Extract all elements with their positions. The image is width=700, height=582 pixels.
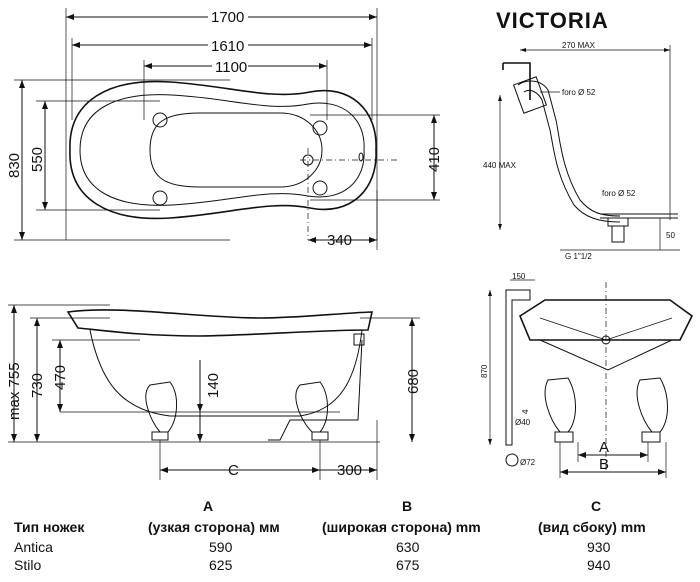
column-header-a: (узкая сторона) мм bbox=[148, 519, 280, 535]
dim-hole-top: foro Ø 52 bbox=[562, 88, 596, 97]
end-view: 150 870 Ø40 Ø72 4 A B bbox=[480, 272, 694, 478]
dim-base: Ø72 bbox=[520, 458, 536, 467]
table-header-row: Тип ножек (узкая сторона) мм (широкая ст… bbox=[0, 519, 700, 539]
dim-interior-depth: 470 bbox=[52, 365, 69, 390]
drain-detail: 270 MAX foro Ø 52 440 MAX foro Ø 52 G 1"… bbox=[483, 41, 680, 261]
row-name: Stilo bbox=[14, 557, 42, 573]
tub-side-body bbox=[89, 329, 363, 417]
row-header: Тип ножек bbox=[14, 519, 85, 535]
dim-a: A bbox=[599, 439, 609, 456]
dim-drop: 50 bbox=[666, 231, 675, 240]
dim-right-width: 410 bbox=[426, 147, 443, 172]
top-view: 1700 1610 1100 830 550 410 bbox=[6, 8, 443, 250]
tub-end-rim bbox=[519, 299, 694, 341]
column-header-c: (вид сбоку) mm bbox=[538, 519, 646, 535]
tub-outer-rim bbox=[69, 80, 377, 220]
table-letter-row: A B C bbox=[0, 498, 700, 518]
dim-right-height: 680 bbox=[405, 369, 422, 394]
dim-overall-length: 1700 bbox=[211, 9, 244, 26]
value-b: 630 bbox=[396, 539, 420, 555]
column-letter-a: A bbox=[203, 498, 214, 514]
table-row: Antica 590 630 930 bbox=[0, 539, 700, 559]
dim-max-height: max 755 bbox=[6, 362, 23, 420]
value-a: 590 bbox=[209, 539, 233, 555]
dim-end-height: 870 bbox=[480, 364, 489, 378]
dim-right-offset: 300 bbox=[337, 462, 362, 479]
dim-top: 150 bbox=[512, 272, 526, 281]
row-name: Antica bbox=[14, 539, 53, 555]
value-c: 930 bbox=[587, 539, 611, 555]
dim-thread: G 1"1/2 bbox=[565, 252, 592, 261]
dim-foot-spacing: C bbox=[228, 462, 239, 479]
dim-max-height: 440 MAX bbox=[483, 161, 517, 170]
dim-inner-width: 550 bbox=[29, 147, 46, 172]
column-letter-b: B bbox=[402, 498, 413, 514]
dim-max-width: 270 MAX bbox=[562, 41, 596, 50]
table-row: Stilo 625 675 940 bbox=[0, 557, 700, 577]
tub-inner-rim bbox=[79, 94, 365, 206]
dim-overall-width: 830 bbox=[6, 153, 23, 178]
brand-title: VICTORIA bbox=[496, 8, 609, 33]
side-view: max 755 730 470 140 680 C 300 bbox=[6, 304, 422, 480]
dim-inner-length: 1100 bbox=[215, 59, 247, 76]
dim-pipe: Ø40 bbox=[515, 418, 531, 427]
dim-drain-height: 140 bbox=[205, 373, 222, 398]
column-header-b: (широкая сторона) mm bbox=[322, 519, 481, 535]
dim-outer-inner-length: 1610 bbox=[211, 38, 244, 55]
dim-b: B bbox=[599, 456, 609, 473]
dim-drain-offset: 340 bbox=[327, 232, 352, 249]
column-letter-c: C bbox=[591, 498, 602, 514]
dim-small: 4 bbox=[521, 409, 530, 414]
tub-side-rim bbox=[66, 309, 374, 337]
value-c: 940 bbox=[587, 557, 611, 573]
dim-hole-bottom: foro Ø 52 bbox=[602, 189, 636, 198]
tub-basin bbox=[149, 112, 323, 188]
dim-rim-height: 730 bbox=[29, 373, 46, 398]
value-a: 625 bbox=[209, 557, 233, 573]
value-b: 675 bbox=[396, 557, 420, 573]
